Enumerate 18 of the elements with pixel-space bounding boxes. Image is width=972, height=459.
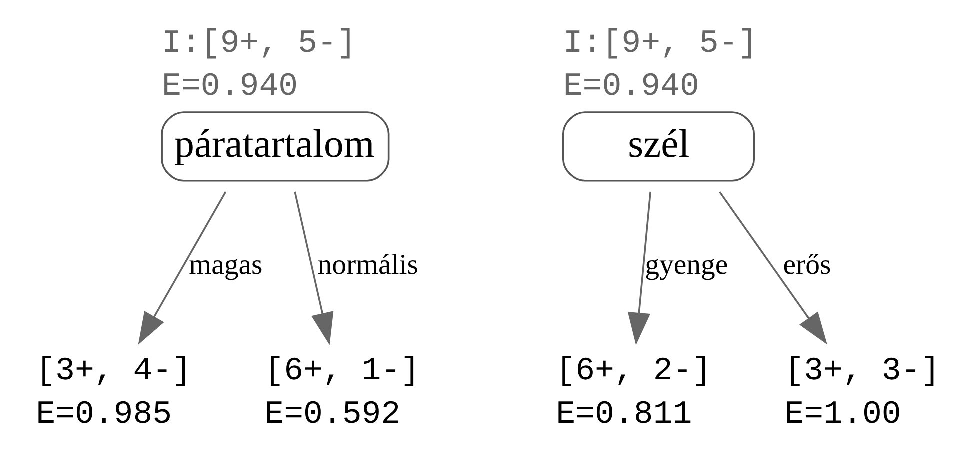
node-label: E=0.940 — [162, 68, 298, 106]
edge-label: normális — [318, 249, 418, 282]
edge-label: magas — [189, 249, 263, 282]
node-text: [3+, 3-] E=1.00 — [784, 352, 940, 433]
node-label: I:[9+, 5-] — [563, 25, 758, 62]
node-label: E=0.940 — [563, 68, 700, 106]
arrow — [138, 192, 227, 345]
edge-label: erős — [783, 249, 832, 282]
arrow — [719, 191, 828, 345]
node-text: [6+, 1-] E=0.592 — [264, 352, 420, 433]
node-box: páratartalom — [161, 112, 390, 182]
node-box: szél — [562, 112, 756, 182]
node-label: I:[9+, 5-] — [162, 25, 356, 62]
arrow — [294, 192, 334, 346]
arrow — [628, 192, 652, 346]
node-text: [3+, 4-] E=0.985 — [36, 352, 192, 433]
node-text: [6+, 2-] E=0.811 — [556, 352, 712, 433]
edge-label: gyenge — [645, 249, 728, 282]
